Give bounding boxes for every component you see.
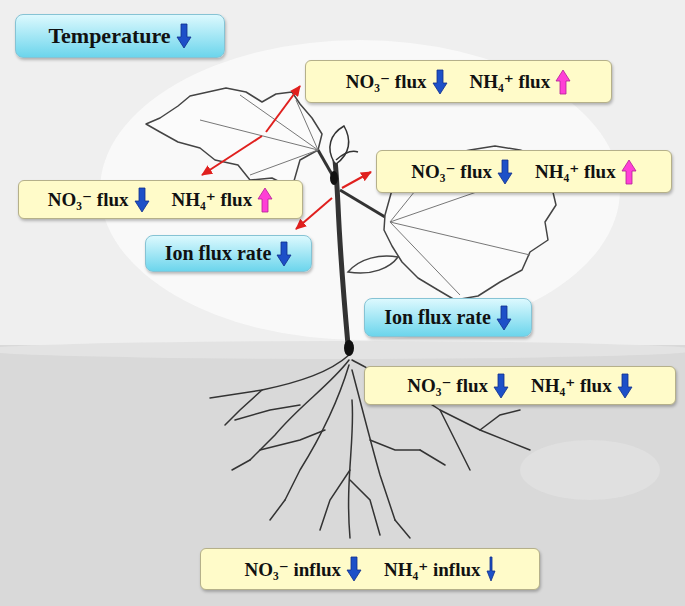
box-text: NO₃⁻ influx [245,558,342,581]
root [260,430,325,450]
down-arrow-icon [276,241,292,267]
root [420,450,445,465]
box-text: Temperature [48,23,170,49]
root [349,400,353,538]
down-arrow-icon [176,23,192,49]
box-text: Ion flux rate [165,242,272,265]
flux-box: NO₃⁻ influx NH₄⁺ influx [200,548,540,590]
effect-box: Ion flux rate [364,298,532,337]
flux-item: NH₄⁺ flux [535,159,637,185]
leaf-veins [200,95,318,175]
stem-node [330,171,338,185]
root [225,390,262,425]
leader-arrow [342,172,371,188]
effect-box: Ion flux rate [145,235,312,272]
flux-item: NH₄⁺ influx [384,556,496,582]
cotyledon [348,256,398,273]
down-arrow-icon [497,159,513,185]
box-text: NH₄⁺ flux [531,374,612,397]
leader-arrow [266,86,300,132]
box-text: NH₄⁺ flux [470,70,551,93]
root [235,405,300,420]
down-arrow-icon [346,556,362,582]
flux-item: NO₃⁻ flux [48,187,150,213]
bud-leaf [330,126,349,164]
leader-arrow [202,136,262,175]
soil-surface [0,341,685,359]
soil [0,345,685,606]
down-arrow-icon [493,373,509,399]
up-arrow-icon [556,70,570,94]
box-text: NO₃⁻ flux [48,188,129,211]
box-text: Ion flux rate [384,306,491,329]
soil-patch [520,440,660,500]
vein [390,222,460,295]
box-text: NH₄⁺ influx [384,558,481,581]
flux-item: Ion flux rate [165,241,293,267]
effect-box: Temperature [15,14,225,58]
sky-ground [0,0,685,345]
flux-item: NH₄⁺ flux [470,69,572,95]
down-arrow-icon [432,69,448,95]
down-arrow-icon [177,24,191,48]
flux-item: Temperature [48,23,191,49]
flux-item: NH₄⁺ flux [531,373,633,399]
box-text: NH₄⁺ flux [535,160,616,183]
flux-item: NH₄⁺ flux [172,187,274,213]
down-arrow-icon [498,160,512,184]
stem [335,160,348,345]
vein [390,222,530,255]
down-arrow-icon [496,305,512,331]
flux-box: NO₃⁻ flux NH₄⁺ flux [18,180,303,219]
box-text: NO₃⁻ flux [407,374,488,397]
flux-box: NO₃⁻ flux NH₄⁺ flux [305,60,612,103]
vein [250,150,318,175]
down-arrow-icon [617,373,633,399]
root [210,355,349,398]
flux-item: Ion flux rate [384,305,512,331]
up-arrow-icon [258,188,272,212]
flux-item: NO₃⁻ flux [407,373,509,399]
bud-leaf [336,151,358,160]
down-arrow-icon [618,374,632,398]
down-arrow-icon [277,242,291,266]
box-text: NH₄⁺ flux [172,188,253,211]
down-arrow-icon [486,556,496,582]
down-arrow-icon [433,70,447,94]
down-arrow-icon [497,306,511,330]
petiole [340,190,390,220]
flux-box: NO₃⁻ flux NH₄⁺ flux [376,150,672,193]
down-arrow-icon [135,188,149,212]
flux-item: NO₃⁻ influx [245,556,363,582]
root [480,410,520,430]
down-arrow-icon [487,557,495,581]
root [350,480,380,535]
up-arrow-icon [622,160,636,184]
root [370,440,420,450]
up-arrow-icon [257,187,273,213]
root [250,360,349,460]
flux-box: NO₃⁻ flux NH₄⁺ flux [364,366,676,405]
vein [296,100,318,150]
up-arrow-icon [555,69,571,95]
down-arrow-icon [134,187,150,213]
flux-item: NO₃⁻ flux [346,69,448,95]
vein [200,120,318,150]
root [232,460,250,470]
down-arrow-icon [347,557,361,581]
flux-item: NO₃⁻ flux [411,159,513,185]
box-text: NO₃⁻ flux [411,160,492,183]
root [440,410,470,470]
box-text: NO₃⁻ flux [346,70,427,93]
left-leaf [146,88,322,188]
root [320,470,350,530]
stem-base [344,340,354,356]
down-arrow-icon [494,374,508,398]
root [270,500,285,520]
root [395,520,410,538]
up-arrow-icon [621,159,637,185]
